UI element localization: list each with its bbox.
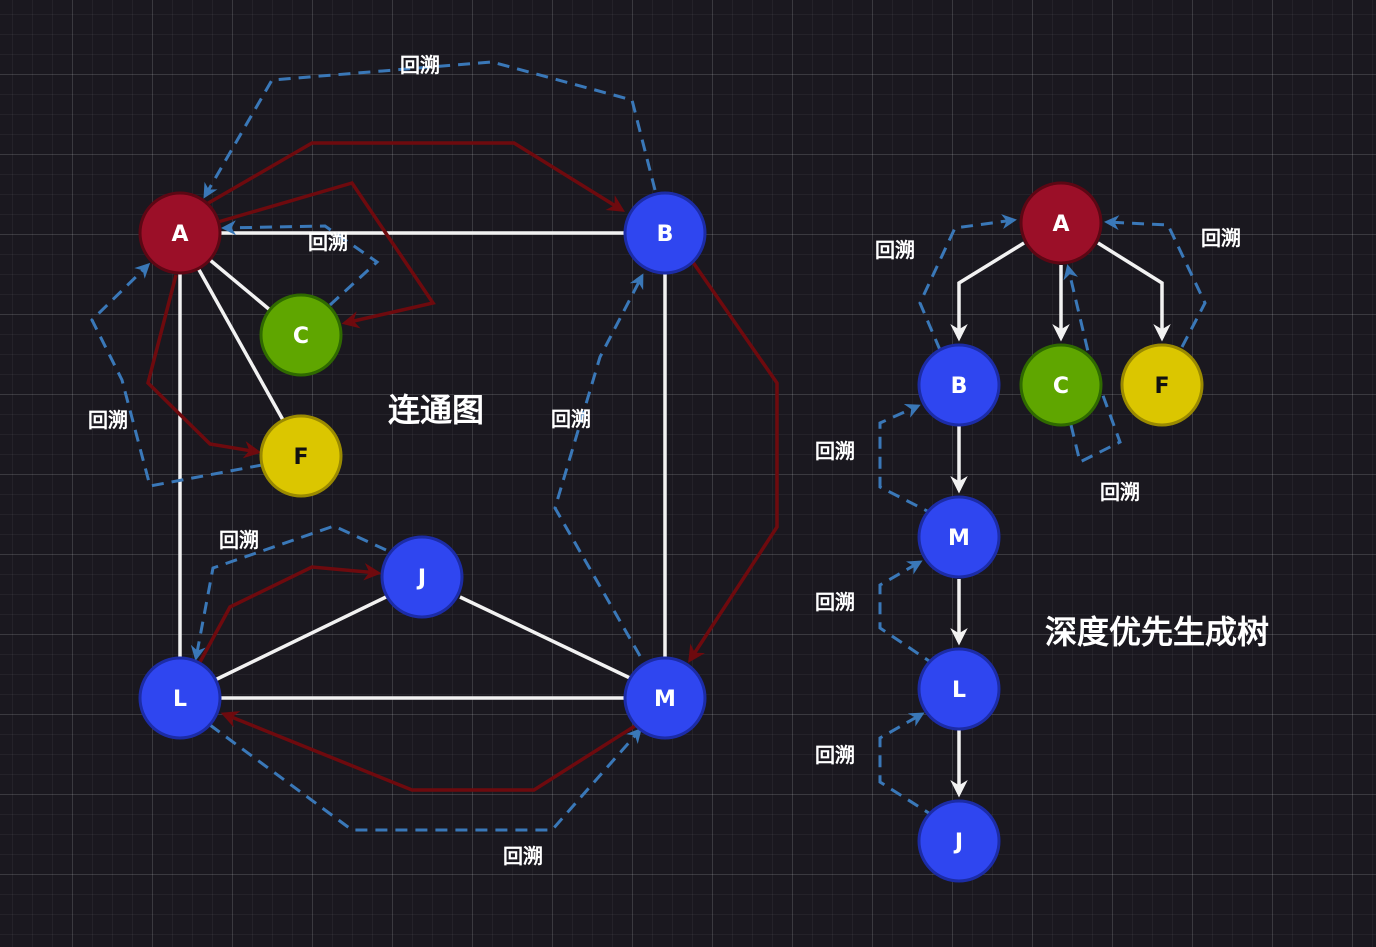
graph-node-m: M	[623, 656, 707, 740]
traversal-arrows	[146, 141, 779, 792]
graph-node-f: F	[259, 414, 343, 498]
traverse-b-m	[688, 257, 779, 663]
backtrack-label: 回溯	[875, 238, 915, 262]
edge-a-f	[196, 267, 285, 421]
tree-edges	[950, 241, 1171, 798]
tree-node-c: C	[1019, 343, 1103, 427]
node-b-circle	[623, 191, 707, 275]
tree-node-b-circle	[917, 343, 1001, 427]
tree-node-b-label: B	[951, 374, 968, 399]
node-a-label: A	[171, 222, 188, 247]
tree-node-c-circle	[1019, 343, 1103, 427]
backtrack-label: 回溯	[88, 408, 128, 432]
tree-node-l: L	[917, 647, 1001, 731]
node-c-circle	[259, 293, 343, 377]
node-a-circle	[138, 191, 222, 275]
tree-node-a: A	[1019, 181, 1103, 265]
tree-node-l-label: L	[952, 678, 966, 703]
tree-node-m-circle	[917, 495, 1001, 579]
backtrack-b-a	[203, 60, 657, 199]
tree-node-j: J	[917, 799, 1001, 883]
node-f-circle	[259, 414, 343, 498]
tree-node-b: B	[917, 343, 1001, 427]
backtrack-label: 回溯	[503, 844, 543, 868]
tree-edge-a-f	[1097, 241, 1171, 342]
graph-node-l: L	[138, 656, 222, 740]
node-j-label: J	[416, 566, 426, 591]
graph-node-b: B	[623, 191, 707, 275]
tree-node-l-circle	[917, 647, 1001, 731]
node-l-label: L	[173, 687, 187, 712]
graph-node-a: A	[138, 191, 222, 275]
traverse-m-l	[220, 711, 639, 792]
traverse-a-f	[146, 274, 262, 459]
tree-backtrack-c-a	[1063, 264, 1122, 465]
backtrack-label: 回溯	[815, 439, 855, 463]
backtrack-c-a	[221, 220, 380, 307]
tree-backtrack-arrows	[878, 214, 1207, 819]
backtrack-m-b	[553, 273, 644, 657]
dfs-spanning-tree: A B C F M L J 回溯 回溯 回溯 回溯 回溯	[815, 181, 1269, 883]
tree-node-c-label: C	[1053, 374, 1069, 399]
connected-graph: A B C F J L M 回溯 回溯 回溯 回溯 回溯	[88, 53, 779, 868]
node-c-label: C	[293, 324, 309, 349]
backtrack-label: 回溯	[1100, 480, 1140, 504]
node-j-circle	[380, 535, 464, 619]
tree-backtrack-j-l	[878, 712, 936, 819]
backtrack-f-a	[90, 262, 263, 488]
tree-node-a-circle	[1019, 181, 1103, 265]
tree-node-j-circle	[917, 799, 1001, 883]
tree-edge-a-b	[950, 241, 1025, 342]
backtrack-label: 回溯	[308, 230, 348, 254]
spanning-tree-title: 深度优先生成树	[1045, 613, 1269, 651]
edge-a-c	[208, 258, 272, 312]
traverse-l-j	[198, 563, 382, 663]
tree-backtrack-f-a	[1104, 215, 1207, 348]
tree-node-j-label: J	[953, 830, 963, 855]
node-l-circle	[138, 656, 222, 740]
graph-edges	[178, 231, 667, 700]
tree-node-f-circle	[1120, 343, 1204, 427]
backtrack-label: 回溯	[219, 528, 259, 552]
backtrack-label: 回溯	[1201, 226, 1241, 250]
graph-node-c: C	[259, 293, 343, 377]
tree-node-m-label: M	[948, 526, 970, 551]
node-f-label: F	[293, 445, 308, 470]
backtrack-label: 回溯	[815, 743, 855, 767]
connected-graph-title: 连通图	[388, 391, 484, 429]
tree-backtrack-b-a	[918, 214, 1017, 351]
node-m-label: M	[654, 687, 676, 712]
graph-node-j: J	[380, 535, 464, 619]
edge-j-m	[459, 595, 631, 680]
node-b-label: B	[657, 222, 674, 247]
node-m-circle	[623, 656, 707, 740]
backtrack-label: 回溯	[400, 53, 440, 77]
backtrack-j-l	[190, 524, 387, 661]
tree-node-m: M	[917, 495, 1001, 579]
tree-node-f: F	[1120, 343, 1204, 427]
backtrack-arrows	[90, 60, 657, 832]
tree-backtrack-l-m	[878, 560, 936, 667]
edge-l-j	[214, 594, 389, 682]
backtrack-label: 回溯	[815, 590, 855, 614]
tree-backtrack-m-b	[878, 404, 936, 517]
tree-node-a-label: A	[1052, 212, 1069, 237]
traverse-a-c	[217, 180, 436, 329]
backtrack-l-m	[209, 723, 642, 832]
tree-node-f-label: F	[1154, 374, 1169, 399]
traverse-a-b	[204, 141, 625, 212]
backtrack-label: 回溯	[551, 407, 591, 431]
